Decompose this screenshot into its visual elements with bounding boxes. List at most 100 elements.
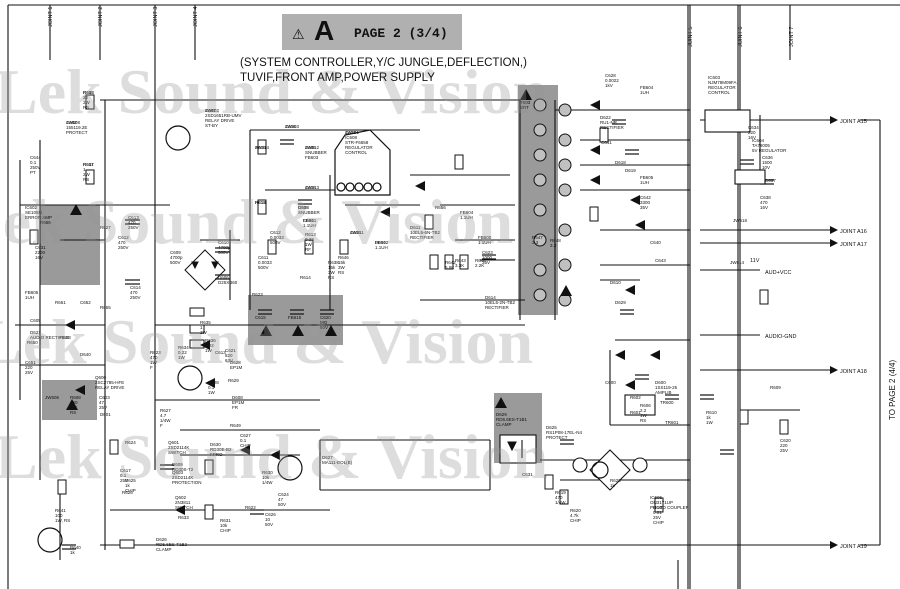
component-label: C619 bbox=[350, 230, 361, 235]
component-label: JW611 bbox=[350, 230, 364, 235]
component-label: R648 3.3 bbox=[550, 238, 561, 248]
component-label: R650 bbox=[27, 340, 38, 345]
right-joint-arrows bbox=[830, 116, 838, 549]
component-label: R627 bbox=[100, 225, 111, 230]
component-label: R623 bbox=[252, 292, 263, 297]
component-label: C616 bbox=[285, 124, 296, 129]
joint-6-label: JOINT 6 bbox=[738, 27, 744, 47]
shaded-zone-center bbox=[248, 295, 343, 345]
component-label: R601 bbox=[630, 410, 641, 415]
component-label: C623 1000 35V bbox=[482, 250, 493, 265]
component-label: C652 bbox=[80, 300, 91, 305]
component-label: C601 bbox=[303, 218, 314, 223]
component-label: R610 1k 1W bbox=[706, 410, 717, 425]
component-label: JW614 bbox=[255, 145, 270, 150]
component-label: R646 15k 3W RS bbox=[338, 255, 349, 275]
joint-a17-label: JOINT A17 bbox=[840, 242, 867, 248]
component-label: R614 bbox=[300, 275, 311, 280]
subtitle-line-1: (SYSTEM CONTROLLER,Y/C JUNGLE,DEFLECTION… bbox=[240, 57, 527, 69]
label-aud-vcc: AUD+VCC bbox=[765, 270, 791, 276]
component-label: C640 bbox=[650, 240, 661, 245]
component-label: JW612 bbox=[305, 145, 320, 150]
designator-labels: JOINT 1 JOINT 2 JOINT 3 JOINT 4 JOINT 5 … bbox=[48, 7, 867, 550]
header-letter: A bbox=[314, 15, 335, 46]
joint-a18-label: JOINT A18 bbox=[840, 369, 867, 375]
component-label: D622 RU1-NR RECTIFIER bbox=[600, 115, 624, 130]
component-label: D618 bbox=[615, 160, 626, 165]
shaded-zone-left-lower bbox=[42, 380, 97, 420]
component-label: R616 bbox=[255, 200, 266, 205]
component-label: R618 bbox=[83, 90, 94, 95]
diodes bbox=[65, 100, 660, 515]
component-label: T603 SRT bbox=[520, 100, 531, 110]
component-label: D627 MA111-EOL(B) bbox=[322, 455, 353, 465]
component-label: R628 0.1 1W bbox=[208, 380, 219, 395]
component-label: C624 47 50V bbox=[278, 492, 289, 507]
component-label: D610 bbox=[610, 280, 621, 285]
component-label: IC604 TA78005 5V REGULATOR bbox=[752, 138, 787, 153]
component-label: R643 3.3K bbox=[455, 258, 466, 268]
shaded-zone-left bbox=[40, 205, 100, 285]
component-label: R644 2.2K bbox=[475, 258, 486, 268]
component-label: C603 47 25V bbox=[99, 395, 110, 410]
component-label: R634 0.22 1W bbox=[178, 345, 189, 360]
component-label: R636 0.22 1W bbox=[205, 338, 216, 353]
component-label: FB615 bbox=[288, 315, 302, 320]
component-label: D621 AUDIO RECTIFIER bbox=[30, 330, 70, 340]
component-label: R613 0.22 1W RF bbox=[305, 232, 316, 252]
component-label: D609 RD30S-T2 bbox=[172, 462, 194, 472]
component-label: C615 bbox=[255, 315, 266, 320]
component-label: FB600 1.1UH bbox=[478, 235, 492, 245]
component-label: C605 bbox=[30, 318, 41, 323]
component-label: C643 bbox=[655, 258, 666, 263]
component-label: C642 3300 35V bbox=[640, 195, 651, 210]
component-label: R624 bbox=[125, 440, 136, 445]
joint-7-label: JOINT 7 bbox=[789, 27, 795, 47]
component-label: D604 bbox=[375, 240, 386, 245]
component-label: TR601 bbox=[665, 420, 679, 425]
label-audio-gnd: AUDIO-GND bbox=[765, 334, 797, 340]
component-label: C641 bbox=[601, 140, 612, 145]
component-label: R603 22 2W RS bbox=[83, 90, 94, 110]
component-label: D625 RS1P08-17EL-N4 PROTECT bbox=[546, 425, 583, 440]
transistors bbox=[37, 125, 609, 553]
component-label: JW606 bbox=[45, 395, 60, 400]
page-header: ⚠ A PAGE 2 (3/4) bbox=[282, 14, 462, 50]
joint-5-label: JOINT 5 bbox=[688, 27, 694, 47]
component-label: C602 155119.2E PROTECT bbox=[66, 120, 88, 135]
component-label: C637 bbox=[765, 178, 776, 183]
component-label: Q601 2SD2114K SWITCH bbox=[168, 440, 190, 455]
component-label: IC602 SE105N ERROR AMP bbox=[25, 205, 53, 220]
regulator-ics bbox=[624, 109, 766, 416]
component-label: D626 RD5.6ES-T1B2 CLAMP bbox=[156, 537, 188, 552]
component-label: C612 0.0033 500V bbox=[270, 230, 284, 245]
component-label: C620 220 25V bbox=[780, 438, 791, 453]
component-label: JW602 bbox=[205, 108, 220, 113]
component-label: C634 220 16V bbox=[748, 125, 759, 140]
side-page-label: TO PAGE 2 (4/4) bbox=[888, 359, 897, 420]
component-label: R665 bbox=[100, 305, 111, 310]
component-label: R630 10k 1/4W bbox=[262, 470, 273, 485]
page-indicator: PAGE 2 (3/4) bbox=[354, 26, 448, 41]
component-label: R602 bbox=[630, 395, 641, 400]
component-label: R611 bbox=[83, 162, 94, 167]
transformer-t603 bbox=[533, 98, 572, 307]
component-label: D640 bbox=[80, 352, 91, 357]
capacitors bbox=[62, 119, 774, 550]
component-label: R622 bbox=[245, 505, 256, 510]
component-label: R613 bbox=[60, 335, 71, 340]
component-label: C614 470 250V bbox=[130, 285, 141, 300]
component-label: FB605 1UH bbox=[25, 290, 39, 300]
component-label: C636 1500 10V bbox=[762, 155, 773, 170]
component-label: D611 10EL5-6N-TB2 RECTIFIER bbox=[410, 225, 441, 240]
component-label: R609 bbox=[770, 385, 781, 390]
component-label: R656 bbox=[40, 220, 51, 225]
joint-a16-label: JOINT A16 bbox=[840, 229, 867, 235]
component-label: R620 1k bbox=[610, 478, 621, 488]
component-label: JW618 bbox=[733, 218, 748, 223]
ic608-regulator bbox=[334, 129, 391, 196]
component-label: C631 bbox=[522, 472, 533, 477]
component-label: D607 2SD1651RB-UMV RELAY DRIVE ST-BY bbox=[205, 108, 242, 128]
component-label: R641 100 1W, RS bbox=[55, 508, 71, 523]
component-label: C621 820 63V bbox=[225, 348, 236, 363]
